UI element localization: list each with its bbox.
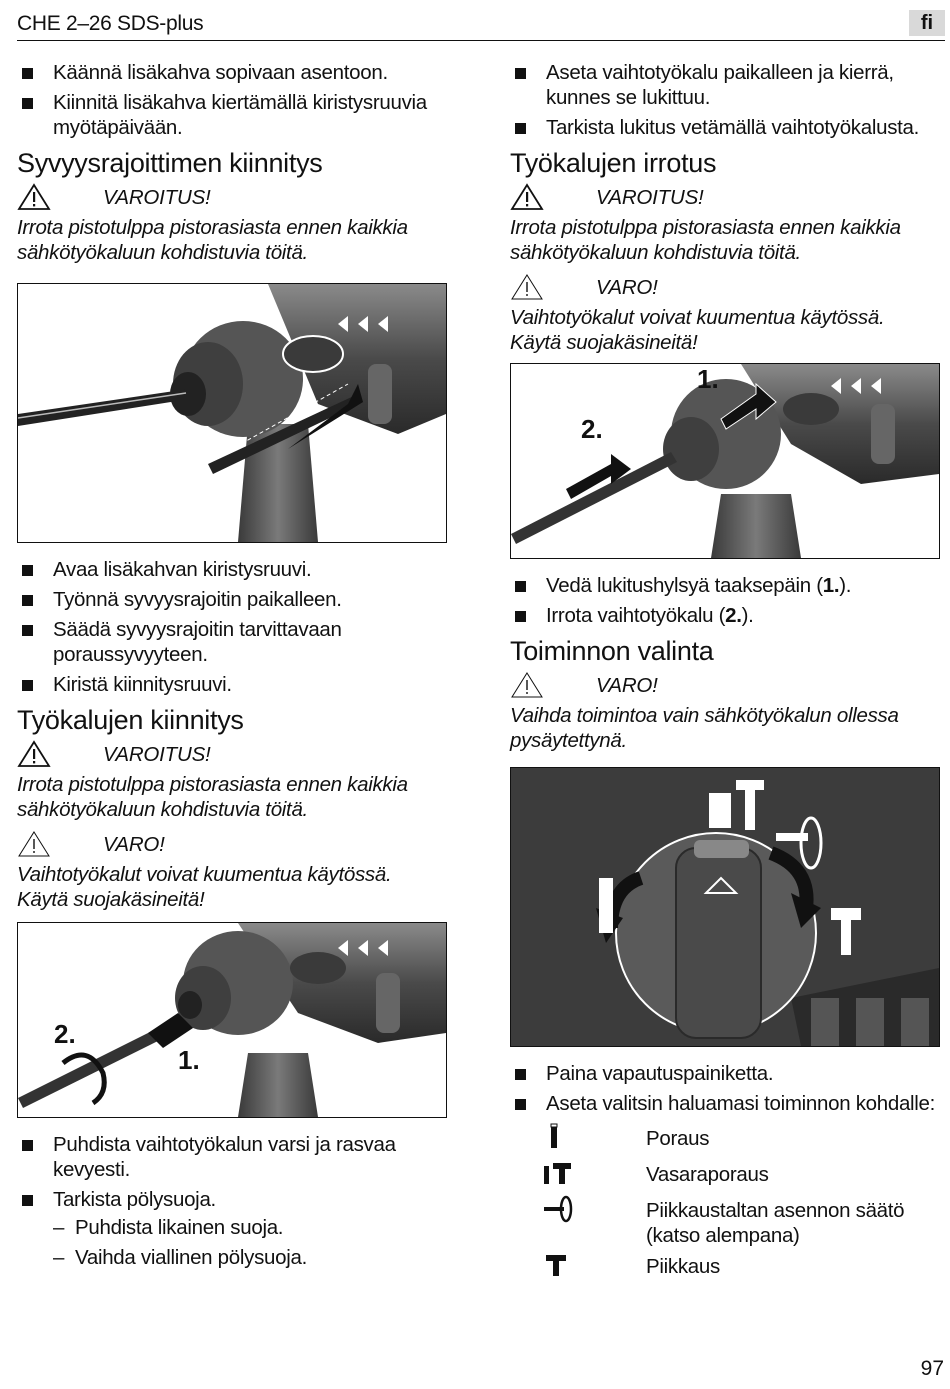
list-item: Aseta valitsin haluamasi toiminnon kohda… (510, 1091, 940, 1116)
warning-row: VAROITUS! (17, 740, 447, 768)
list-item: Säädä syvyysrajoitin tarvittavaan poraus… (17, 617, 447, 667)
page-header: CHE 2–26 SDS-plus fi (17, 8, 945, 41)
caution-triangle-icon (511, 274, 543, 300)
mode-selection-steps: Paina vapautuspainiketta. Aseta valitsin… (510, 1061, 940, 1116)
language-badge: fi (909, 10, 945, 36)
mode-item-drilling: Poraus (540, 1122, 940, 1156)
document-title: CHE 2–26 SDS-plus (17, 12, 204, 35)
list-item: Käännä lisäkahva sopivaan asentoon. (17, 60, 447, 85)
figure-label-step-1: 1. (178, 1045, 200, 1075)
caution-text: Vaihda toimintoa vain sähkötyökalun olle… (510, 704, 899, 752)
depth-stop-steps: Avaa lisäkahvan kiristysruuvi. Työnnä sy… (17, 557, 447, 697)
section-heading-tool-removal: Työkalujen irrotus (510, 148, 717, 178)
list-item: –Vaihda viallinen pölysuoja. (53, 1246, 307, 1269)
list-item: Irrota vaihtotyökalu (2.). (510, 603, 940, 628)
caution-row: VARO! (510, 671, 940, 699)
tool-mounting-figure: 2. 1. (17, 922, 447, 1118)
warning-label: VAROITUS! (103, 743, 211, 766)
warning-row: VAROITUS! (17, 183, 447, 211)
warning-text: Irrota pistotulppa pistorasiasta ennen k… (510, 216, 901, 264)
list-item: Puhdista vaihtotyökalun varsi ja rasvaa … (17, 1132, 447, 1182)
list-item: Paina vapautuspainiketta. (510, 1061, 940, 1086)
caution-label: VARO! (596, 674, 658, 697)
caution-label: VARO! (596, 276, 658, 299)
hammer-drill-icon (544, 1163, 571, 1184)
caution-triangle-icon (18, 831, 50, 857)
list-item: Avaa lisäkahvan kiristysruuvi. (17, 557, 447, 582)
mode-selector-figure (510, 767, 940, 1047)
list-item: –Puhdista likainen suoja. (53, 1216, 284, 1239)
list-item: Kiristä kiinnitysruuvi. (17, 672, 447, 697)
section-heading-tool-mounting: Työkalujen kiinnitys (17, 705, 244, 735)
warning-triangle-icon (17, 183, 51, 210)
figure-label-step-1: 1. (697, 364, 719, 394)
page-number: 97 (920, 1357, 944, 1380)
intro-bullet-list: Aseta vaihtotyökalu paikalleen ja kierrä… (510, 60, 940, 140)
caution-text: Vaihtotyökalut voivat kuumentua käytössä… (17, 863, 392, 911)
list-item: Kiinnitä lisäkahva kiertämällä kiristysr… (17, 90, 447, 140)
warning-text: Irrota pistotulppa pistorasiasta ennen k… (17, 216, 408, 264)
tool-mounting-steps: Puhdista vaihtotyökalun varsi ja rasvaa … (17, 1132, 447, 1212)
list-item: Aseta vaihtotyökalu paikalleen ja kierrä… (510, 60, 940, 110)
figure-label-step-2: 2. (54, 1019, 76, 1049)
caution-label: VARO! (103, 833, 165, 856)
list-item: Vedä lukitushylsyä taaksepäin (1.). (510, 573, 940, 598)
warning-triangle-icon (510, 183, 544, 210)
section-heading-mode-selection: Toiminnon valinta (510, 636, 714, 666)
hammer-icon (546, 1255, 566, 1276)
left-column: Käännä lisäkahva sopivaan asentoon. Kiin… (17, 60, 447, 1275)
intro-bullet-list: Käännä lisäkahva sopivaan asentoon. Kiin… (17, 60, 447, 140)
mode-item-chisel-adjust: Piikkaustaltan asennon säätö (katso alem… (540, 1194, 940, 1248)
warning-text: Irrota pistotulppa pistorasiasta ennen k… (17, 773, 408, 821)
mode-item-chiselling: Piikkaus (540, 1250, 940, 1284)
list-item: Tarkista pölysuoja. (17, 1187, 447, 1212)
warning-label: VAROITUS! (103, 186, 211, 209)
caution-text: Vaihtotyökalut voivat kuumentua käytössä… (510, 306, 885, 354)
chisel-adjust-icon (544, 1195, 573, 1223)
caution-triangle-icon (511, 672, 543, 698)
right-column: Aseta vaihtotyökalu paikalleen ja kierrä… (510, 60, 940, 1286)
caution-row: VARO! (510, 273, 940, 301)
list-item: Tarkista lukitus vetämällä vaihtotyökalu… (510, 115, 940, 140)
tool-removal-figure: 1. 2. (510, 363, 940, 559)
caution-row: VARO! (17, 830, 447, 858)
drill-icon (550, 1123, 558, 1148)
section-heading-depth-stop: Syvyysrajoittimen kiinnitys (17, 148, 323, 178)
warning-triangle-icon (17, 740, 51, 767)
mode-list: Poraus Vasaraporaus Piikkaustaltan asenn… (540, 1122, 940, 1284)
mode-item-hammer-drilling: Vasaraporaus (540, 1158, 940, 1192)
warning-label: VAROITUS! (596, 186, 704, 209)
figure-label-step-2: 2. (581, 414, 603, 444)
warning-row: VAROITUS! (510, 183, 940, 211)
depth-stop-figure (17, 283, 447, 543)
dust-cover-sub-steps: –Puhdista likainen suoja. –Vaihda vialli… (17, 1215, 447, 1270)
tool-removal-steps: Vedä lukitushylsyä taaksepäin (1.). Irro… (510, 573, 940, 628)
list-item: Työnnä syvyysrajoitin paikalleen. (17, 587, 447, 612)
